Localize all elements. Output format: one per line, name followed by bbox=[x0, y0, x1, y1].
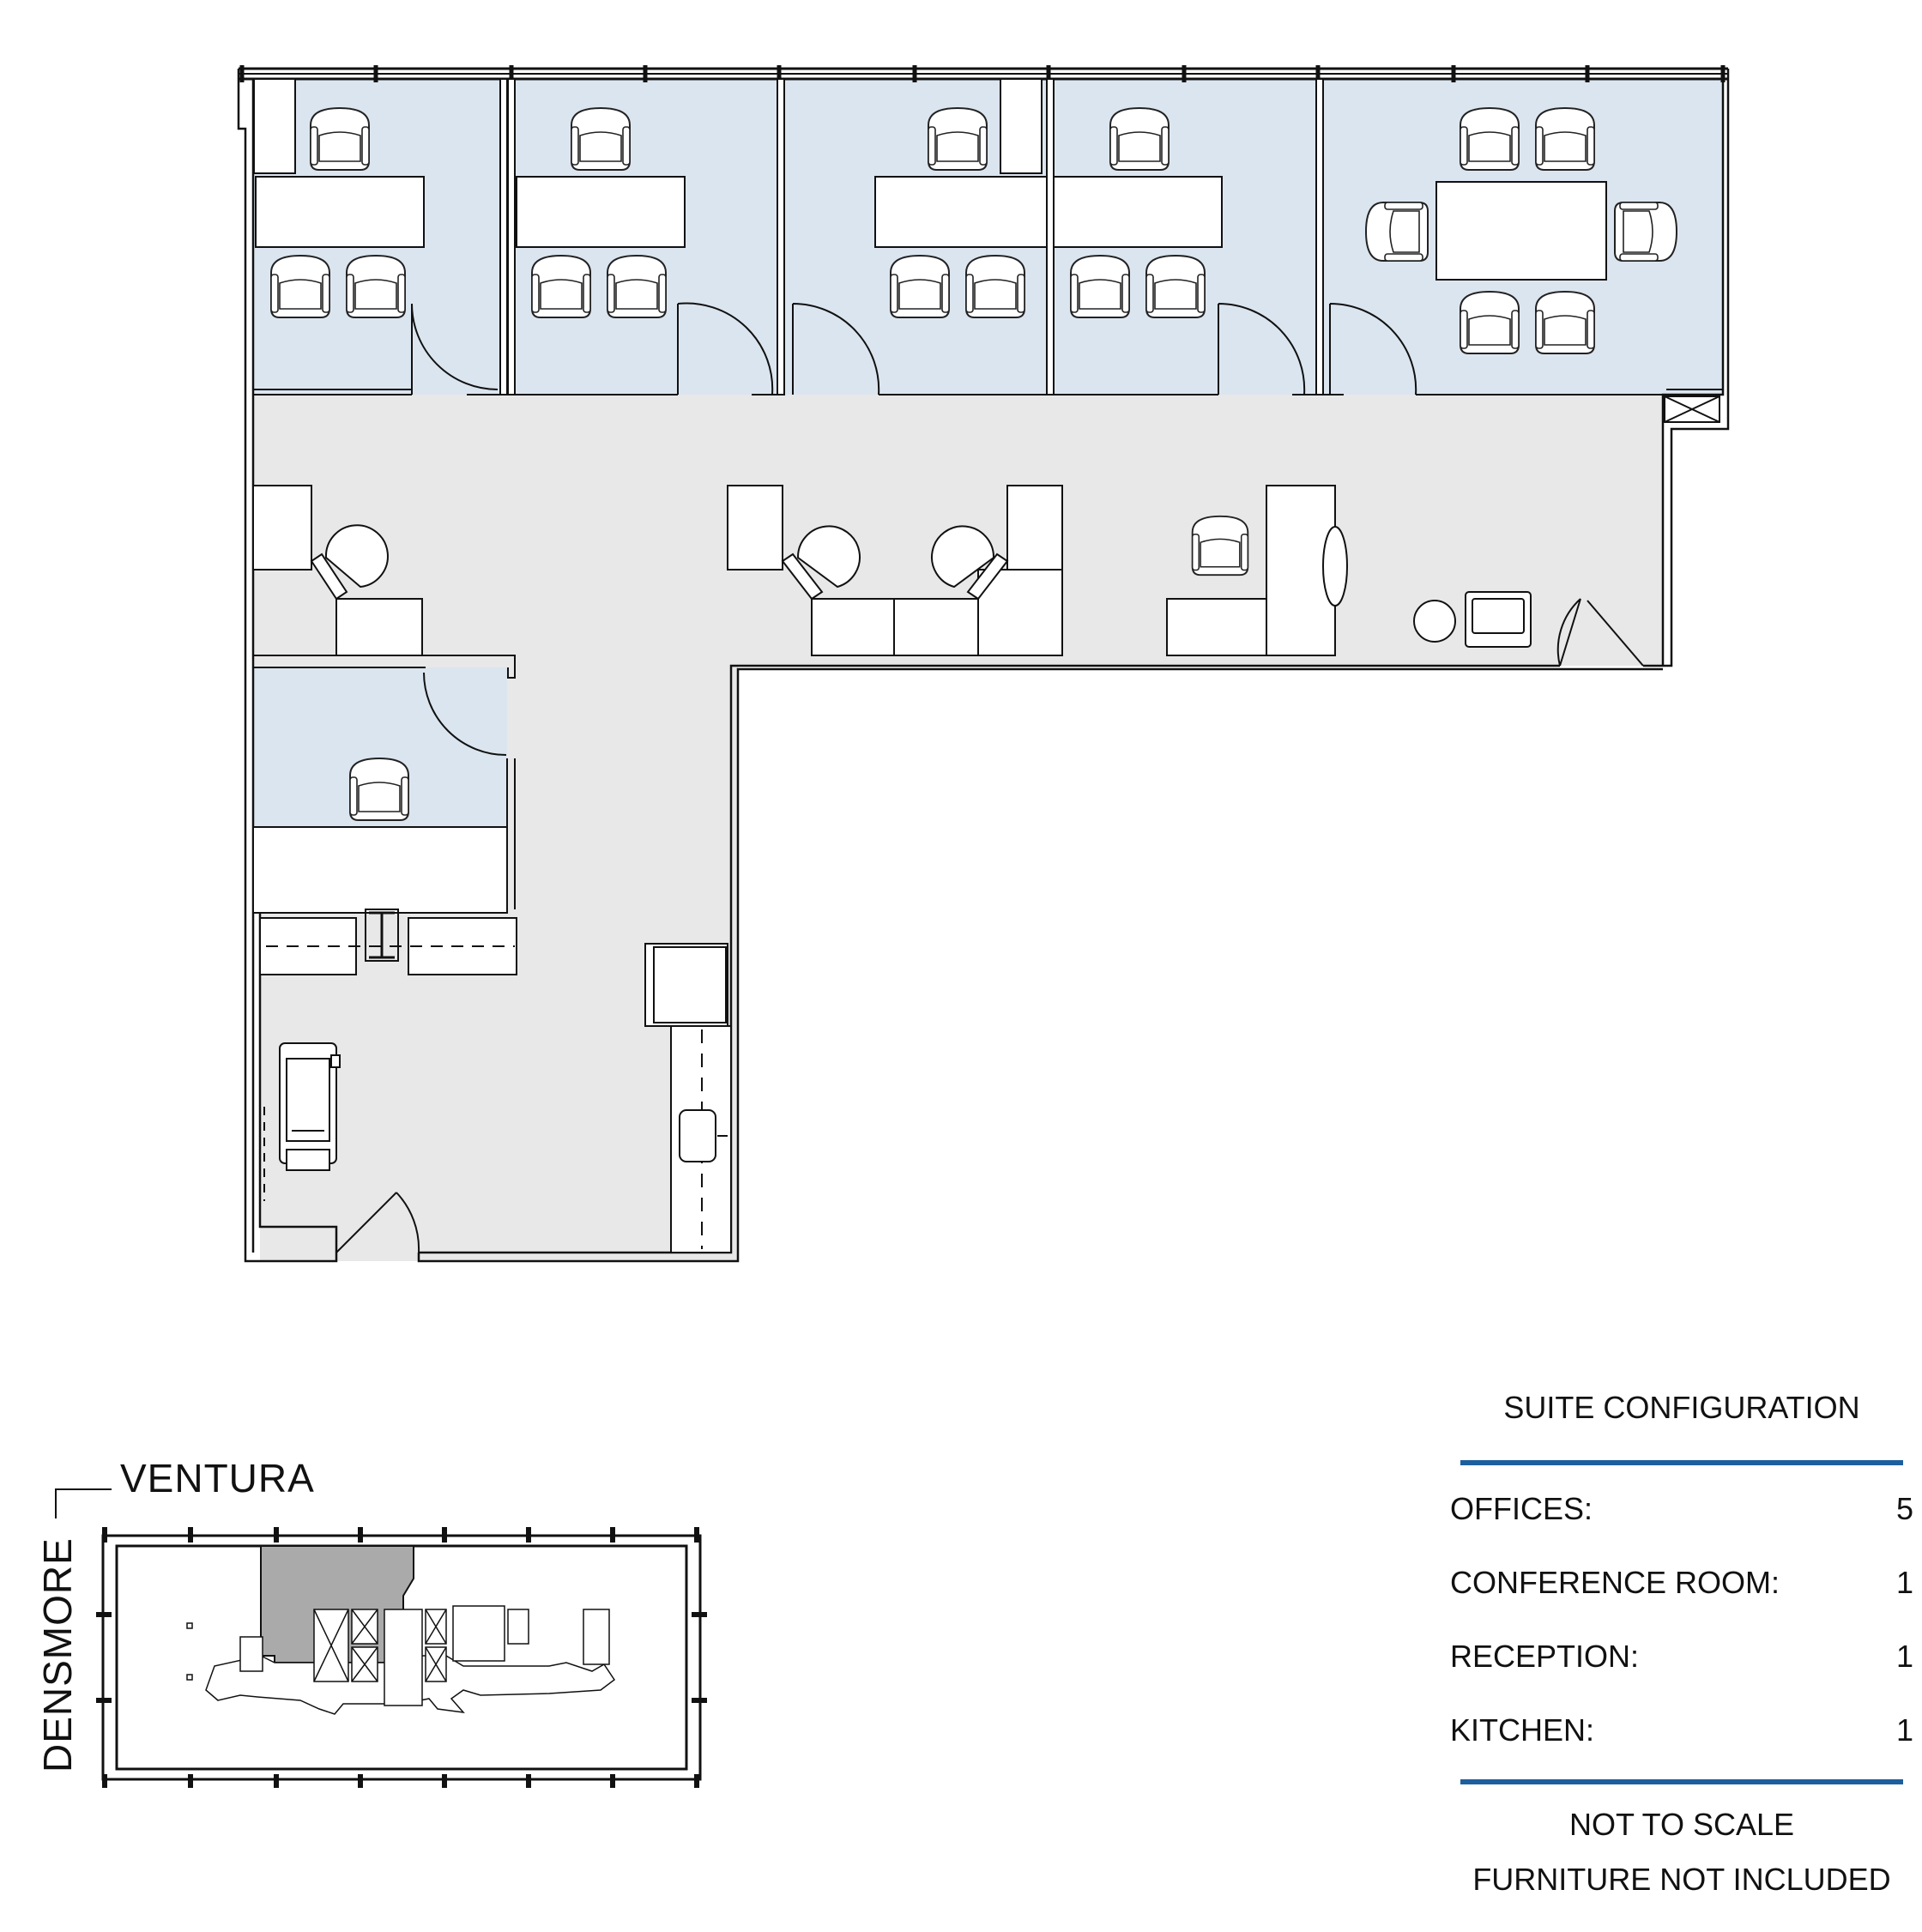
divider-bottom bbox=[1460, 1779, 1903, 1784]
kitchen bbox=[644, 943, 732, 1253]
config-label: OFFICES: bbox=[1450, 1491, 1593, 1526]
config-value: 1 bbox=[1895, 1565, 1913, 1600]
workstations bbox=[252, 485, 1532, 656]
config-label: CONFERENCE ROOM: bbox=[1450, 1565, 1780, 1600]
config-value: 1 bbox=[1895, 1712, 1913, 1748]
config-label: KITCHEN: bbox=[1450, 1712, 1595, 1748]
window-wall bbox=[239, 65, 1728, 82]
floor-plan bbox=[237, 65, 1730, 1263]
config-label: RECEPTION: bbox=[1450, 1639, 1640, 1674]
door-swings bbox=[335, 302, 1644, 1253]
key-plan bbox=[55, 1488, 707, 1788]
street-label-densmore: DENSMORE bbox=[35, 1537, 80, 1772]
conference-table bbox=[1435, 181, 1607, 281]
config-value: 5 bbox=[1895, 1491, 1913, 1526]
suite-configuration-panel: SUITE CONFIGURATION OFFICES: 5 CONFERENC… bbox=[1450, 1381, 1913, 1913]
suite-configuration-title: SUITE CONFIGURATION bbox=[1503, 1390, 1860, 1425]
ventura-leader-line bbox=[55, 1488, 112, 1518]
divider-top bbox=[1460, 1460, 1903, 1465]
storage-closets bbox=[259, 909, 517, 975]
config-value: 1 bbox=[1895, 1639, 1913, 1674]
note-not-to-scale: NOT TO SCALE bbox=[1568, 1807, 1795, 1842]
kitchen-sink bbox=[679, 1109, 716, 1162]
note-furniture-not-included: FURNITURE NOT INCLUDED bbox=[1472, 1862, 1891, 1897]
street-label-ventura: VENTURA bbox=[120, 1456, 315, 1500]
building-core bbox=[186, 1605, 616, 1715]
copier bbox=[263, 1042, 341, 1201]
column-ticks bbox=[96, 1527, 707, 1788]
exterior-walls bbox=[237, 69, 1730, 1263]
office-desks bbox=[252, 176, 1607, 914]
